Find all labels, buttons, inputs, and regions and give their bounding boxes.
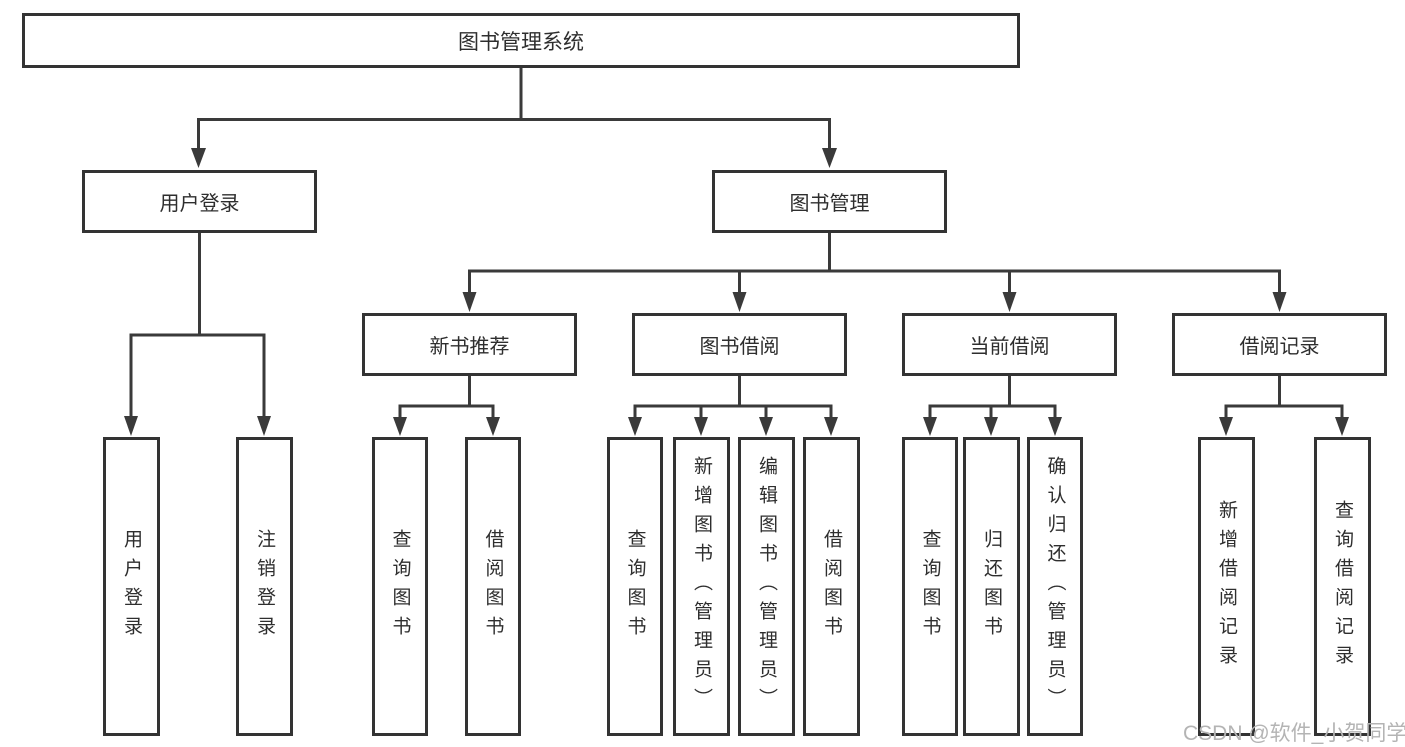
leaf-return-books: 归还图书 [963,437,1020,736]
node-label: 用户登录 [121,528,142,645]
leaf-query-books-borrowing: 查询图书 [607,437,663,736]
arrowhead-icon [759,417,773,436]
node-label: 借阅图书 [821,528,842,645]
arrowhead-icon [984,417,998,436]
node-label: 查询图书 [389,528,411,645]
arrowhead-icon [923,417,937,436]
node-label: 借阅图书 [482,528,504,645]
arrowhead-icon [1002,292,1017,312]
leaf-add-books-admin: 新增图书（管理员） [673,437,730,736]
leaf-query-borrow-record: 查询借阅记录 [1314,437,1371,736]
node-label: 查询借阅记录 [1332,499,1353,674]
node-new-book-recommend: 新书推荐 [362,313,577,376]
node-label: 确认归还（管理员） [1044,456,1066,717]
arrowhead-icon [191,148,206,168]
connector-book-mgmt-to-level3 [462,233,1287,312]
arrowhead-icon [822,148,837,168]
node-label: 新增借阅记录 [1216,499,1237,674]
connector-borrow-records-to-leaves [1219,376,1349,436]
arrowhead-icon [1048,417,1062,436]
node-label: 查询图书 [919,528,941,645]
node-label: 归还图书 [981,528,1002,645]
node-book-borrowing: 图书借阅 [632,313,847,376]
node-label: 新书推荐 [429,336,510,358]
arrowhead-icon [628,417,642,436]
node-label: 图书借阅 [699,336,780,358]
node-borrow-records: 借阅记录 [1172,313,1387,376]
arrowhead-icon [1272,292,1287,312]
leaf-user-login: 用户登录 [103,437,160,736]
arrowhead-icon [694,417,708,436]
connector-current-borrow-to-leaves [923,376,1062,436]
node-label: 注销登录 [254,528,275,645]
node-current-borrowing: 当前借阅 [902,313,1117,376]
csdn-watermark: CSDN @软件_小贺同学 [1183,722,1405,745]
arrowhead-icon [486,417,500,436]
leaf-borrow-books: 借阅图书 [803,437,860,736]
node-label: 用户登录 [159,193,240,215]
connector-user-login-to-leaves [124,233,271,436]
node-label: 图书管理系统 [458,30,584,54]
leaf-edit-books-admin: 编辑图书（管理员） [738,437,795,736]
arrowhead-icon [257,416,271,436]
node-root-library-system: 图书管理系统 [22,13,1020,68]
node-label: 新增图书（管理员） [691,456,712,717]
connector-root-to-level2 [191,68,837,168]
node-label: 当前借阅 [969,336,1050,358]
leaf-add-borrow-record: 新增借阅记录 [1198,437,1255,736]
arrowhead-icon [1335,417,1349,436]
arrowhead-icon [124,416,138,436]
node-user-login: 用户登录 [82,170,317,233]
node-label: 编辑图书（管理员） [756,456,777,717]
arrowhead-icon [824,417,838,436]
arrowhead-icon [462,292,477,312]
node-book-management: 图书管理 [712,170,947,233]
leaf-borrow-books-recommend: 借阅图书 [465,437,521,736]
leaf-query-books-current: 查询图书 [902,437,958,736]
node-label: 借阅记录 [1239,336,1320,358]
node-label: 图书管理 [789,193,870,215]
node-label: 查询图书 [624,528,646,645]
connector-new-books-to-leaves [393,376,500,436]
arrowhead-icon [732,292,747,312]
leaf-query-books-recommend: 查询图书 [372,437,428,736]
connector-book-borrow-to-leaves [628,376,838,436]
leaf-logout: 注销登录 [236,437,293,736]
leaf-confirm-return-admin: 确认归还（管理员） [1027,437,1083,736]
arrowhead-icon [1219,417,1233,436]
arrowhead-icon [393,417,407,436]
